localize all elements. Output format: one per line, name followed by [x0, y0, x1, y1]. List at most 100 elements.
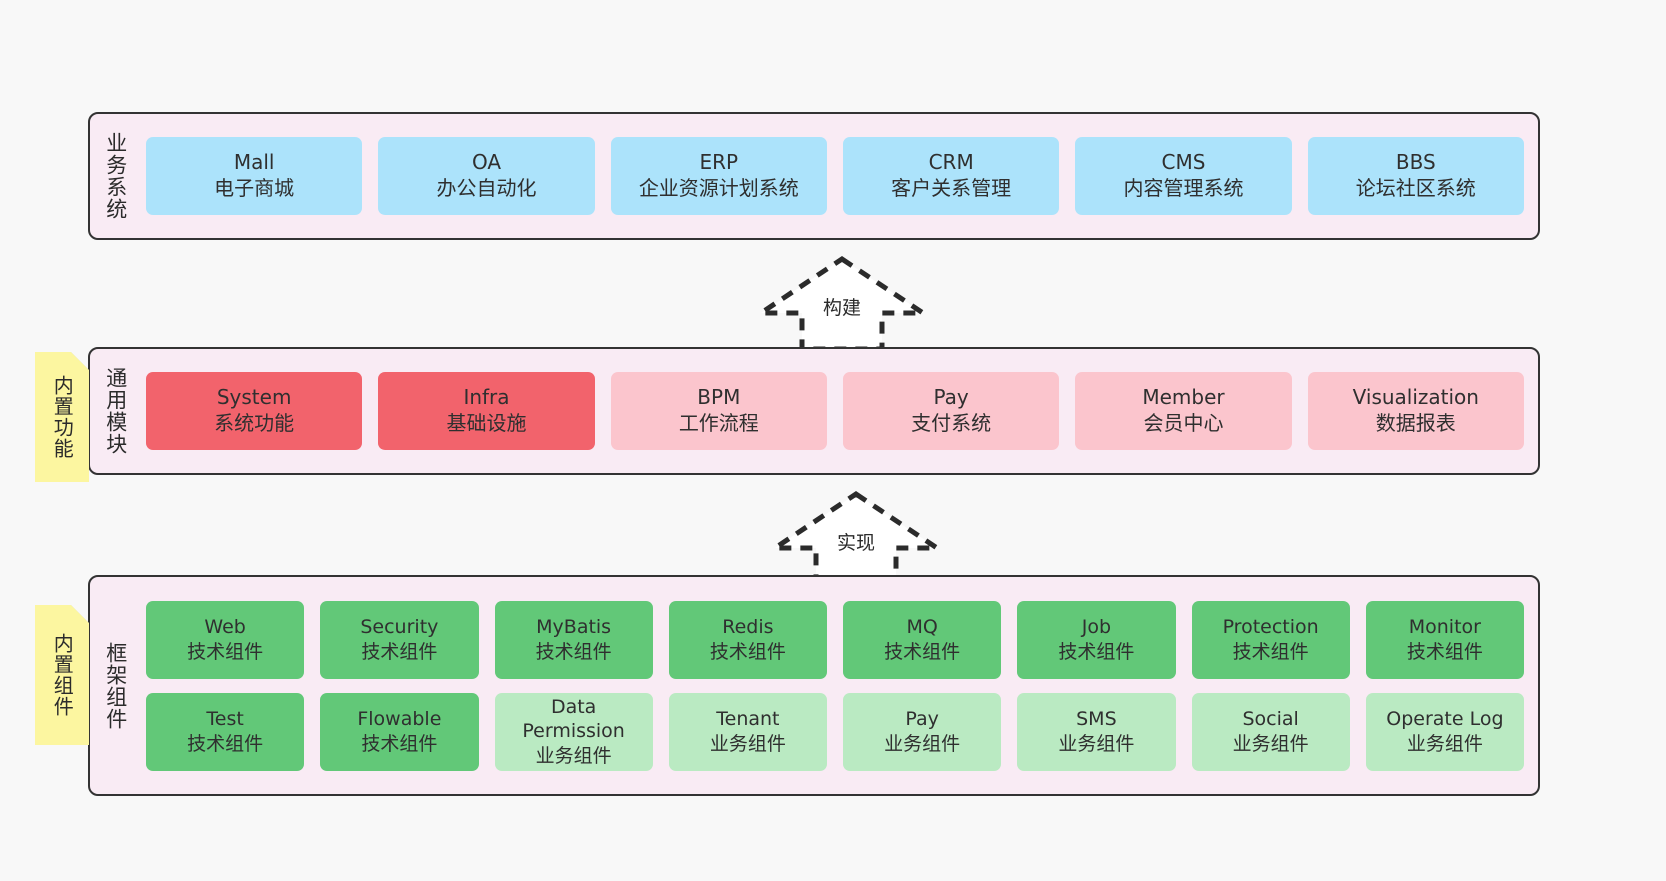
- cell-label-en: Infra: [463, 385, 510, 410]
- sticky-tab-builtin-function-label: 内置功能: [50, 375, 75, 459]
- layer-title-business-systems: 业务系统: [103, 132, 128, 220]
- cell-label-cn: 业务组件: [1232, 732, 1309, 755]
- cell-label-en: Flowable: [357, 708, 442, 731]
- cell-label-cn: 技术组件: [361, 732, 438, 755]
- layer-title-common-modules: 通用模块: [103, 367, 128, 455]
- cell-label-cn: 技术组件: [361, 640, 438, 663]
- sticky-tab-builtin-component: 内置组件: [35, 605, 89, 745]
- cell-label-cn: 业务组件: [709, 732, 786, 755]
- cell-label-cn: 支付系统: [911, 411, 992, 435]
- cell-label-en: Web: [204, 616, 246, 639]
- cell-label-cn: 技术组件: [1232, 640, 1309, 663]
- cell-label-en: BPM: [697, 385, 741, 410]
- cell-label-en: Operate Log: [1386, 708, 1504, 731]
- cell-label-cn: 电子商城: [214, 176, 295, 200]
- cell-label-cn: 技术组件: [187, 732, 264, 755]
- cell-label-en: Visualization: [1352, 385, 1479, 410]
- cell-label-cn: 论坛社区系统: [1355, 176, 1476, 200]
- cell-label-en: OA: [471, 150, 502, 175]
- implement-arrow: 实现: [771, 490, 941, 588]
- layer-title-framework-components: 框架组件: [103, 641, 128, 730]
- cell-label-en: MQ: [906, 616, 938, 639]
- cell-label-cn: 业务组件: [1406, 732, 1483, 755]
- cell-label-en: SMS: [1076, 708, 1117, 731]
- cell-label-en: Job: [1081, 616, 1112, 639]
- cell-label-en: Test: [206, 708, 244, 731]
- cell-label-cn: 业务组件: [535, 744, 612, 767]
- cell-label-cn: 工作流程: [678, 411, 759, 435]
- cell-label-en: CMS: [1161, 150, 1206, 175]
- cell-label-cn: 业务组件: [1058, 732, 1135, 755]
- cell-label-en: Security: [360, 616, 439, 639]
- cell-label-cn: 企业资源计划系统: [638, 176, 799, 200]
- cell-label-cn: 内容管理系统: [1123, 176, 1244, 200]
- cell-label-cn: 技术组件: [884, 640, 961, 663]
- cell-label-en: BBS: [1395, 150, 1436, 175]
- cell-label-cn: 数据报表: [1375, 411, 1456, 435]
- cell-label-en: Pay: [933, 385, 969, 410]
- cell-label-en: CRM: [928, 150, 974, 175]
- cell-label-cn: 技术组件: [1058, 640, 1135, 663]
- cell-label-cn: 技术组件: [1406, 640, 1483, 663]
- cell-label-cn: 客户关系管理: [891, 176, 1012, 200]
- cell-label-cn: 技术组件: [187, 640, 264, 663]
- cell-label-en: ERP: [699, 150, 739, 175]
- cell-label-en: Social: [1242, 708, 1299, 731]
- cell-label-cn: 会员中心: [1143, 411, 1224, 435]
- cell-label-cn: 技术组件: [709, 640, 786, 663]
- cell-label-en: System: [216, 385, 292, 410]
- sticky-tab-builtin-component-label: 内置组件: [50, 633, 75, 717]
- cell-label-cn: 办公自动化: [436, 176, 537, 200]
- cell-label-en: Pay: [905, 708, 939, 731]
- cell-label-en: MyBatis: [536, 616, 612, 639]
- cell-label-en: Mall: [233, 150, 275, 175]
- cell-label-en: Tenant: [716, 708, 780, 731]
- cell-label-en: Data Permission: [522, 696, 625, 743]
- cell-label-cn: 基础设施: [446, 411, 527, 435]
- cell-label-cn: 系统功能: [214, 411, 295, 435]
- cell-label-en: Member: [1142, 385, 1225, 410]
- cell-label-en: Monitor: [1408, 616, 1481, 639]
- sticky-tab-builtin-function: 内置功能: [35, 352, 89, 482]
- build-arrow: 构建: [757, 255, 927, 353]
